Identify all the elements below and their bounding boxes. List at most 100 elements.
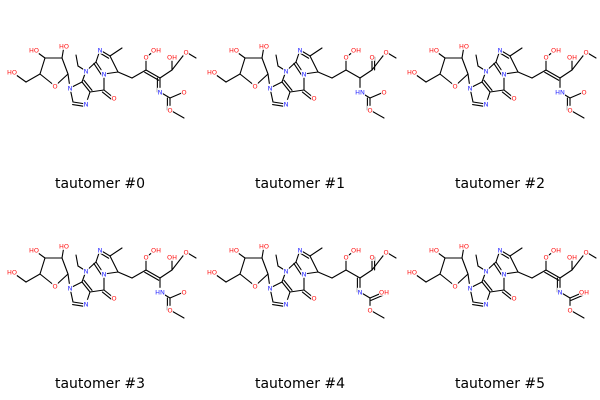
svg-text:O: O [252, 282, 257, 290]
svg-text:OH: OH [551, 246, 561, 254]
svg-text:OH: OH [167, 53, 177, 61]
svg-text:HO: HO [429, 246, 439, 254]
svg-text:N: N [484, 100, 489, 108]
svg-text:N: N [158, 88, 163, 96]
svg-text:O: O [583, 248, 588, 256]
svg-text:OH: OH [579, 288, 589, 296]
svg-text:N: N [84, 67, 89, 75]
svg-text:HO: HO [207, 68, 217, 76]
svg-text:N: N [84, 100, 89, 108]
svg-text:N: N [484, 300, 489, 308]
svg-text:O: O [111, 294, 116, 302]
svg-text:HO: HO [259, 42, 269, 50]
svg-text:HO: HO [59, 42, 69, 50]
svg-text:O: O [452, 82, 457, 90]
tautomer-label: tautomer #2 [454, 176, 546, 192]
svg-text:O: O [143, 53, 148, 61]
svg-text:O: O [52, 282, 57, 290]
svg-text:N: N [98, 246, 103, 254]
svg-text:O: O [167, 106, 172, 114]
svg-text:N: N [502, 270, 507, 278]
svg-text:HO: HO [459, 42, 469, 50]
svg-text:HO: HO [429, 46, 439, 54]
svg-text:N: N [484, 267, 489, 275]
svg-text:OH: OH [167, 253, 177, 261]
svg-text:OH: OH [551, 46, 561, 54]
svg-text:N: N [468, 284, 473, 292]
svg-text:O: O [52, 82, 57, 90]
svg-text:HO: HO [229, 246, 239, 254]
svg-text:OH: OH [151, 46, 161, 54]
svg-text:O: O [511, 94, 516, 102]
svg-text:N: N [298, 246, 303, 254]
svg-text:O: O [367, 306, 372, 314]
svg-text:HO: HO [29, 46, 39, 54]
svg-text:O: O [381, 88, 386, 96]
svg-text:N: N [298, 46, 303, 54]
svg-text:N: N [68, 284, 73, 292]
svg-text:N: N [284, 300, 289, 308]
svg-text:N: N [558, 288, 563, 296]
svg-text:HN: HN [155, 288, 165, 296]
svg-text:OH: OH [567, 53, 577, 61]
svg-text:N: N [84, 267, 89, 275]
svg-text:O: O [567, 106, 572, 114]
svg-text:N: N [268, 84, 273, 92]
svg-text:O: O [311, 94, 316, 102]
svg-text:O: O [252, 82, 257, 90]
svg-text:N: N [302, 270, 307, 278]
svg-text:O: O [183, 48, 188, 56]
tautomer-label: tautomer #1 [254, 176, 346, 192]
svg-text:N: N [84, 300, 89, 308]
tautomer-label: tautomer #3 [54, 376, 146, 392]
svg-text:HO: HO [7, 68, 17, 76]
svg-text:O: O [181, 288, 186, 296]
svg-text:O: O [511, 294, 516, 302]
svg-text:O: O [543, 53, 548, 61]
svg-text:HO: HO [407, 268, 417, 276]
svg-text:O: O [167, 306, 172, 314]
svg-text:O: O [183, 248, 188, 256]
svg-text:N: N [498, 246, 503, 254]
svg-text:O: O [343, 53, 348, 61]
svg-text:O: O [543, 253, 548, 261]
svg-text:N: N [284, 67, 289, 75]
svg-text:HN: HN [355, 88, 365, 96]
svg-text:HO: HO [29, 246, 39, 254]
svg-text:N: N [302, 70, 307, 78]
svg-text:HO: HO [229, 46, 239, 54]
svg-text:O: O [452, 282, 457, 290]
svg-text:O: O [369, 53, 374, 61]
svg-text:O: O [343, 253, 348, 261]
svg-text:OH: OH [151, 246, 161, 254]
tautomer-label: tautomer #5 [454, 376, 546, 392]
svg-text:O: O [383, 248, 388, 256]
svg-text:HO: HO [407, 68, 417, 76]
svg-text:N: N [502, 70, 507, 78]
svg-text:N: N [498, 46, 503, 54]
svg-text:HO: HO [459, 242, 469, 250]
svg-text:N: N [284, 100, 289, 108]
svg-text:OH: OH [379, 288, 389, 296]
svg-text:HO: HO [207, 268, 217, 276]
svg-text:HO: HO [259, 242, 269, 250]
svg-text:N: N [268, 284, 273, 292]
svg-text:OH: OH [567, 253, 577, 261]
svg-text:O: O [583, 48, 588, 56]
svg-text:O: O [369, 253, 374, 261]
svg-text:O: O [311, 294, 316, 302]
svg-text:O: O [581, 88, 586, 96]
